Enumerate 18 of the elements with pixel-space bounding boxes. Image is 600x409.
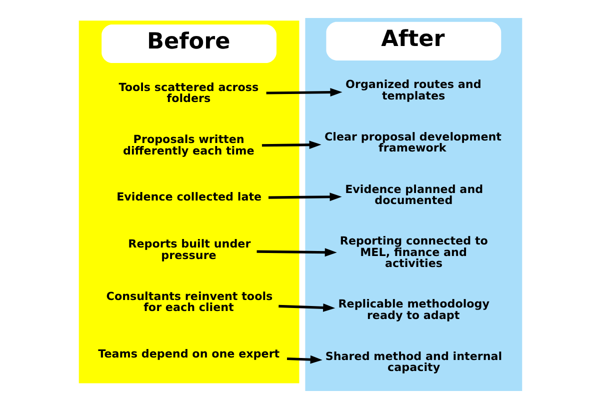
node-text: Replicable methodology ready to adapt	[338, 298, 490, 322]
arrow	[268, 192, 342, 202]
node-text: Evidence planned and documented	[344, 182, 483, 207]
node-text: Consultants reinvent tools for each client	[106, 290, 272, 314]
node-text: Reports built under pressure	[128, 238, 250, 262]
node-text: Teams depend on one expert	[98, 347, 280, 360]
node-text: Shared method and internal capacity	[324, 350, 502, 374]
node-text: Tools scattered across folders	[118, 80, 258, 105]
arrow	[256, 248, 336, 257]
node-text: Evidence collected late	[116, 190, 262, 204]
node-text: Proposals written differently each time	[122, 133, 254, 158]
arrow	[266, 88, 342, 96]
node-text: Clear proposal development framework	[324, 130, 502, 155]
arrow	[261, 140, 321, 150]
arrow	[278, 304, 335, 312]
node-text: Organized routes and templates	[345, 78, 481, 102]
node-text: Reporting connected to MEL, finance and activities	[339, 234, 488, 270]
arrow	[286, 355, 322, 364]
